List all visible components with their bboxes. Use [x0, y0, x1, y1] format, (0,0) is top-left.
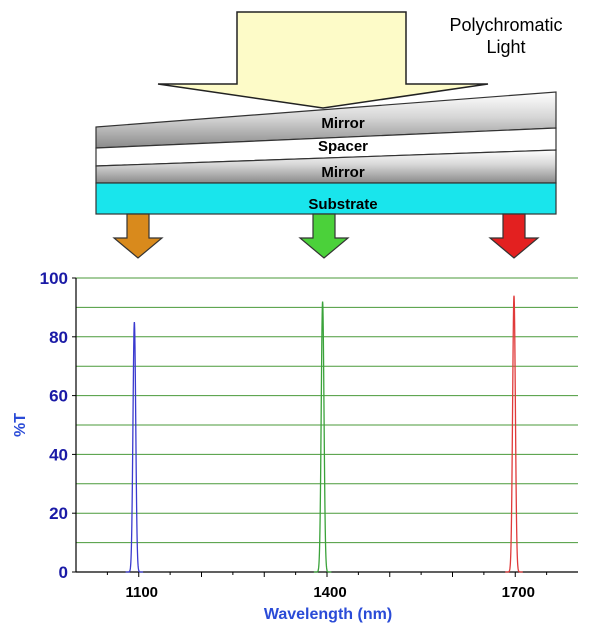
chart-series	[125, 295, 523, 573]
x-tick-label: 1100	[125, 584, 158, 601]
transmitted-arrow-orange	[112, 213, 164, 259]
substrate-layer	[95, 182, 557, 215]
y-tick-label: 60	[49, 387, 68, 406]
transmitted-arrow-green	[298, 213, 350, 259]
spacer-label: Spacer	[318, 138, 368, 155]
substrate-label: Substrate	[308, 196, 377, 213]
y-tick-label: 100	[40, 269, 68, 288]
chart-gridlines	[76, 277, 578, 544]
mirror-bottom-label: Mirror	[321, 164, 365, 181]
x-tick-labels: 1100 1400 1700	[106, 572, 548, 601]
x-tick-label: 1700	[502, 584, 535, 601]
caption-line-2: Light	[486, 37, 525, 57]
y-tick-label: 0	[59, 563, 68, 582]
caption-line-1: Polychromatic	[449, 15, 562, 35]
transmission-peak-1	[125, 322, 144, 573]
transmission-chart: 0 20 40 60 80 100 1100 1400 1700 %T Wavelength …	[12, 269, 578, 623]
mirror-top-label: Mirror	[321, 115, 365, 132]
polychromatic-light-arrow	[157, 11, 489, 109]
y-tick-label: 80	[49, 328, 68, 347]
y-tick-label: 40	[49, 445, 68, 464]
transmission-peak-2	[313, 301, 332, 573]
transmission-peak-3	[505, 295, 523, 573]
y-tick-label: 20	[49, 504, 68, 523]
x-axis-title: Wavelength (nm)	[264, 606, 392, 623]
transmitted-arrow-red	[488, 213, 540, 259]
x-tick-label: 1400	[313, 584, 346, 601]
y-tick-labels: 0 20 40 60 80 100	[40, 269, 76, 582]
y-axis-title: %T	[12, 413, 29, 437]
